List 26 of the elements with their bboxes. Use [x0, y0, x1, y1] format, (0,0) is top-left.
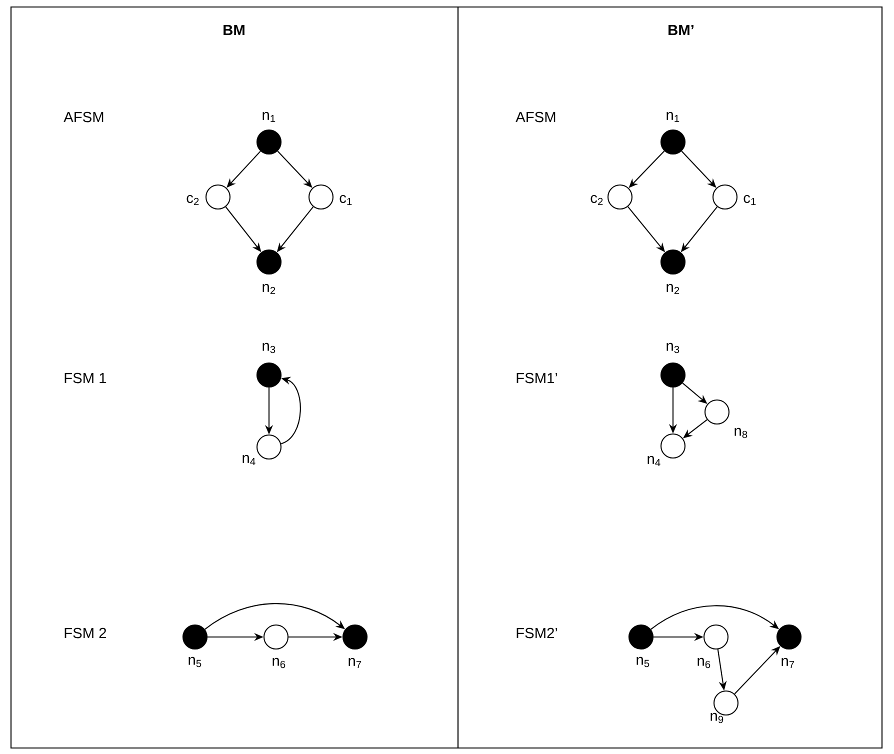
node-label: c$_{1}$: [744, 194, 756, 206]
node-label: n$_{2}$: [666, 284, 680, 294]
row-label: FSM2’: [516, 628, 558, 638]
node-label: n$_{1}$: [666, 112, 680, 122]
node-label: n$_{6}$: [272, 658, 286, 668]
node-label: n$_{6}$: [698, 658, 710, 668]
node-label: n$_{5}$: [188, 656, 202, 668]
row-label: FSM 2: [64, 628, 106, 638]
node-label: n$_{5}$: [636, 656, 650, 668]
node-label: c$_{2}$: [590, 194, 603, 206]
node-label: n$_{2}$: [262, 284, 276, 294]
node-label: n$_{8}$: [734, 428, 748, 438]
node-label: n$_{7}$: [348, 658, 362, 668]
node-label: n$_{4}$: [242, 454, 256, 466]
row-label: FSM 1: [64, 372, 106, 384]
node-label: n$_{1}$: [262, 112, 276, 122]
node-label: n$_{4}$: [648, 456, 660, 466]
row-label: AFSM: [64, 112, 104, 122]
node-label: c$_{1}$: [340, 194, 352, 206]
node-label: n$_{3}$: [262, 342, 276, 354]
node-label: n$_{9}$: [710, 712, 724, 724]
node-label: n$_{7}$: [782, 658, 794, 668]
row-label: AFSM: [516, 112, 556, 122]
row-label: FSM1’: [516, 372, 558, 384]
node-label: c$_{2}$: [186, 194, 199, 206]
node-label: n$_{3}$: [666, 342, 680, 354]
